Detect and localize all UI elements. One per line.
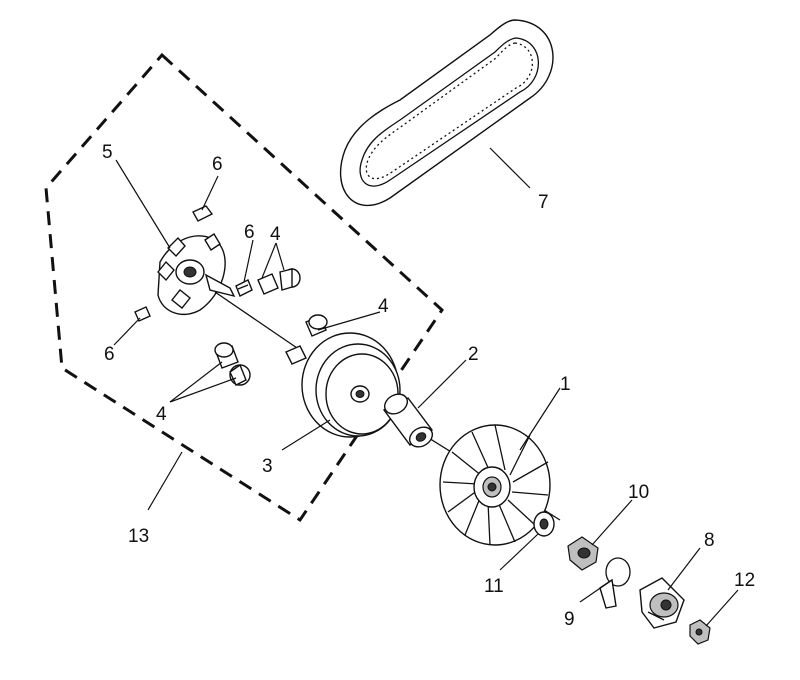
drive-belt <box>339 19 554 207</box>
sleeve-bushing <box>382 393 434 448</box>
callout-2: 2 <box>468 344 479 365</box>
starter-gear <box>639 577 685 629</box>
leader-lines <box>113 147 739 627</box>
ratchet-nut <box>567 536 599 571</box>
lock-nut <box>689 619 711 645</box>
slider-piece-middle <box>235 279 253 297</box>
callout-4-lower: 4 <box>156 404 167 425</box>
callout-8: 8 <box>704 530 715 551</box>
axis-line-upper <box>214 291 301 351</box>
callout-6-left: 6 <box>104 344 115 365</box>
washer <box>533 511 555 537</box>
drive-face-pulley <box>301 332 401 438</box>
roller-on-shaft <box>285 345 307 365</box>
clip-ring <box>599 557 631 609</box>
roller-lower-pair <box>214 342 251 386</box>
callout-3: 3 <box>262 456 273 477</box>
ramp-plate <box>157 233 236 315</box>
callout-10: 10 <box>628 482 649 503</box>
callout-6-middle: 6 <box>244 222 255 243</box>
fan-drive-face <box>439 424 551 546</box>
roller-pair-upper <box>257 268 301 295</box>
slider-piece-left <box>134 306 151 322</box>
callout-9: 9 <box>564 609 575 630</box>
slider-piece-top <box>192 205 214 222</box>
callout-11: 11 <box>484 576 504 597</box>
callout-13: 13 <box>128 526 149 547</box>
callout-6-top: 6 <box>212 154 223 175</box>
callout-4-upper: 4 <box>270 224 281 245</box>
callout-5: 5 <box>102 142 113 163</box>
callout-1: 1 <box>560 374 571 395</box>
roller-middle <box>305 314 328 337</box>
callout-7: 7 <box>538 192 549 213</box>
callout-4-middle: 4 <box>378 296 389 317</box>
callout-12: 12 <box>734 570 755 591</box>
